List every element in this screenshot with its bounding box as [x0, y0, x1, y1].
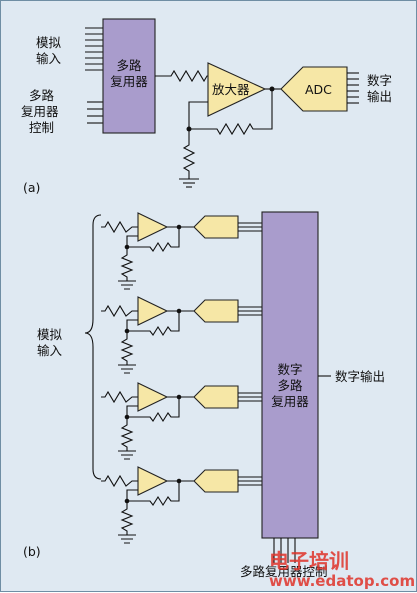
part-a: 模拟 输入 多路 复用器 控制 多路 复用器 放大器 [21, 18, 392, 195]
a-digital-output-label-2: 输出 [367, 89, 392, 104]
a-ground-symbol [179, 178, 199, 188]
b-ch1-adc-output-lines [238, 222, 262, 232]
a-mux-block [102, 18, 156, 134]
b-digital-mux-label-1: 数字 [277, 362, 302, 377]
b-ch3-adc-output-lines [238, 392, 262, 402]
b-channels [101, 212, 262, 544]
b-tag: (b) [23, 544, 41, 559]
b-input-brace [84, 214, 102, 480]
b-ch4-ground-symbol [118, 534, 136, 544]
b-ch4-amplifier [137, 466, 169, 496]
a-ground-resistor [182, 129, 196, 179]
a-input-lines [85, 27, 103, 71]
b-mux-control-label: 多路复用器控制 [240, 564, 328, 579]
a-input-resistor [155, 69, 212, 83]
b-ch4-ground-resistor [120, 501, 134, 535]
b-ch1-feedback-wire [126, 227, 180, 253]
a-analog-input-label-2: 输入 [36, 51, 62, 66]
b-ch1-input-resistor [101, 220, 138, 234]
b-ch4-adc-output-lines [238, 476, 262, 486]
a-tag: (a) [23, 180, 40, 195]
b-ch3-amplifier [137, 382, 169, 412]
b-ch2-ground-resistor [120, 331, 134, 365]
b-ch1-ground-resistor [120, 247, 134, 281]
b-digital-output-label: 数字输出 [335, 369, 385, 384]
a-amp-label: 放大器 [212, 82, 250, 97]
b-ch3-input-resistor [101, 390, 138, 404]
a-mux-label-1: 多路 [116, 58, 142, 73]
b-digital-mux-label-2: 多路 [277, 378, 303, 393]
b-ch1-amplifier [137, 212, 169, 242]
b-ch3-ground-symbol [118, 450, 136, 460]
a-adc-block [280, 66, 348, 112]
b-ch1-adc-block [193, 215, 239, 239]
a-mux-control-label-1: 多路 [29, 88, 55, 103]
b-ch2-adc-block [193, 299, 239, 323]
a-adc-label: ADC [305, 82, 332, 97]
b-ch3-adc-block [193, 385, 239, 409]
b-analog-input-label-2: 输入 [37, 343, 63, 358]
a-adc-output-lines [347, 72, 359, 104]
b-ch2-input-resistor [101, 304, 138, 318]
a-digital-output-label-1: 数字 [367, 73, 392, 88]
watermark-brand: 电子培训 [269, 549, 349, 573]
b-ch2-feedback-wire [126, 311, 180, 337]
a-mux-control-label-3: 控制 [29, 120, 54, 135]
a-amplifier [207, 62, 267, 117]
b-ch1-ground-symbol [118, 280, 136, 290]
b-ch2-amplifier [137, 296, 169, 326]
b-digital-mux-label-3: 复用器 [271, 394, 309, 409]
b-ch4-feedback-wire [126, 481, 180, 507]
b-ch2-adc-output-lines [238, 306, 262, 316]
b-digital-mux-block [261, 211, 319, 539]
b-ch4-adc-block [193, 469, 239, 493]
b-control-lines [273, 538, 296, 563]
b-ch2-ground-symbol [118, 364, 136, 374]
a-mux-label-2: 复用器 [110, 74, 148, 89]
b-analog-input-label-1: 模拟 [37, 327, 63, 342]
watermark-site: www.edatop.com [269, 572, 415, 590]
a-mux-control-label-2: 复用器 [21, 104, 59, 119]
b-ch3-ground-resistor [120, 417, 134, 451]
a-analog-input-label-1: 模拟 [36, 35, 62, 50]
b-ch3-feedback-wire [126, 397, 180, 423]
b-ch4-input-resistor [101, 474, 138, 488]
watermark: 电子培训 www.edatop.com [269, 549, 415, 590]
a-control-lines [87, 101, 103, 124]
part-b: 模拟 输入 数字 多路 复用器 数字输出 多路复用器控制 (b) [23, 211, 385, 579]
